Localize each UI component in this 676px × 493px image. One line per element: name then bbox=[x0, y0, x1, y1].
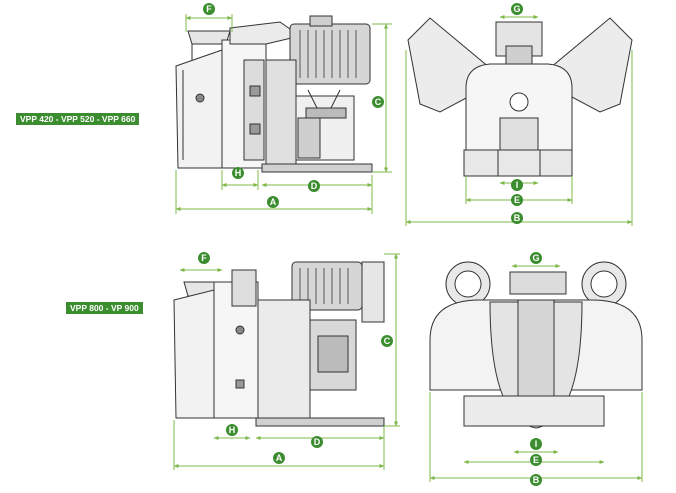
svg-text:A: A bbox=[276, 453, 283, 463]
svg-text:H: H bbox=[235, 168, 242, 178]
svg-text:E: E bbox=[533, 455, 539, 465]
dim-badge-bottom-I: I bbox=[530, 438, 542, 450]
svg-text:C: C bbox=[384, 336, 391, 346]
dim-badge-bottom-D: D bbox=[311, 436, 323, 448]
dim-badge-top-C: C bbox=[372, 96, 384, 108]
dim-badge-bottom-F: F bbox=[198, 252, 210, 264]
svg-text:B: B bbox=[533, 475, 540, 485]
dim-badge-top-E: E bbox=[511, 194, 523, 206]
svg-text:H: H bbox=[229, 425, 236, 435]
svg-text:C: C bbox=[375, 97, 382, 107]
bottom-side-dimension-lines bbox=[173, 253, 400, 470]
svg-text:F: F bbox=[201, 253, 207, 263]
dim-badge-bottom-H: H bbox=[226, 424, 238, 436]
svg-text:G: G bbox=[532, 253, 539, 263]
dim-badge-bottom-C: C bbox=[381, 335, 393, 347]
svg-text:A: A bbox=[270, 197, 277, 207]
dimension-badges: F C H D A G I E B F C H D A G I E B bbox=[198, 3, 542, 486]
model-tag-top: VPP 420 - VPP 520 - VPP 660 bbox=[16, 113, 140, 125]
top-front-view bbox=[407, 17, 633, 177]
dim-badge-bottom-E: E bbox=[530, 454, 542, 466]
svg-text:B: B bbox=[514, 213, 521, 223]
top-side-view bbox=[175, 15, 373, 173]
svg-text:D: D bbox=[314, 437, 321, 447]
dim-badge-bottom-G: G bbox=[530, 252, 542, 264]
dim-badge-top-H: H bbox=[232, 167, 244, 179]
svg-text:F: F bbox=[206, 4, 212, 14]
dim-badge-top-F: F bbox=[203, 3, 215, 15]
svg-text:E: E bbox=[514, 195, 520, 205]
dim-badge-top-B: B bbox=[511, 212, 523, 224]
svg-text:I: I bbox=[535, 439, 538, 449]
dim-badge-top-G: G bbox=[511, 3, 523, 15]
svg-text:D: D bbox=[311, 181, 318, 191]
svg-text:G: G bbox=[513, 4, 520, 14]
dim-badge-bottom-B: B bbox=[530, 474, 542, 486]
dim-badge-top-D: D bbox=[308, 180, 320, 192]
dim-badge-top-I: I bbox=[511, 179, 523, 191]
bottom-side-view bbox=[173, 261, 385, 427]
svg-text:I: I bbox=[516, 180, 519, 190]
dim-badge-top-A: A bbox=[267, 196, 279, 208]
model-tag-bottom: VPP 800 - VP 900 bbox=[66, 302, 143, 314]
dim-badge-bottom-A: A bbox=[273, 452, 285, 464]
top-side-dimension-lines bbox=[175, 14, 392, 214]
bottom-front-view bbox=[429, 261, 643, 429]
